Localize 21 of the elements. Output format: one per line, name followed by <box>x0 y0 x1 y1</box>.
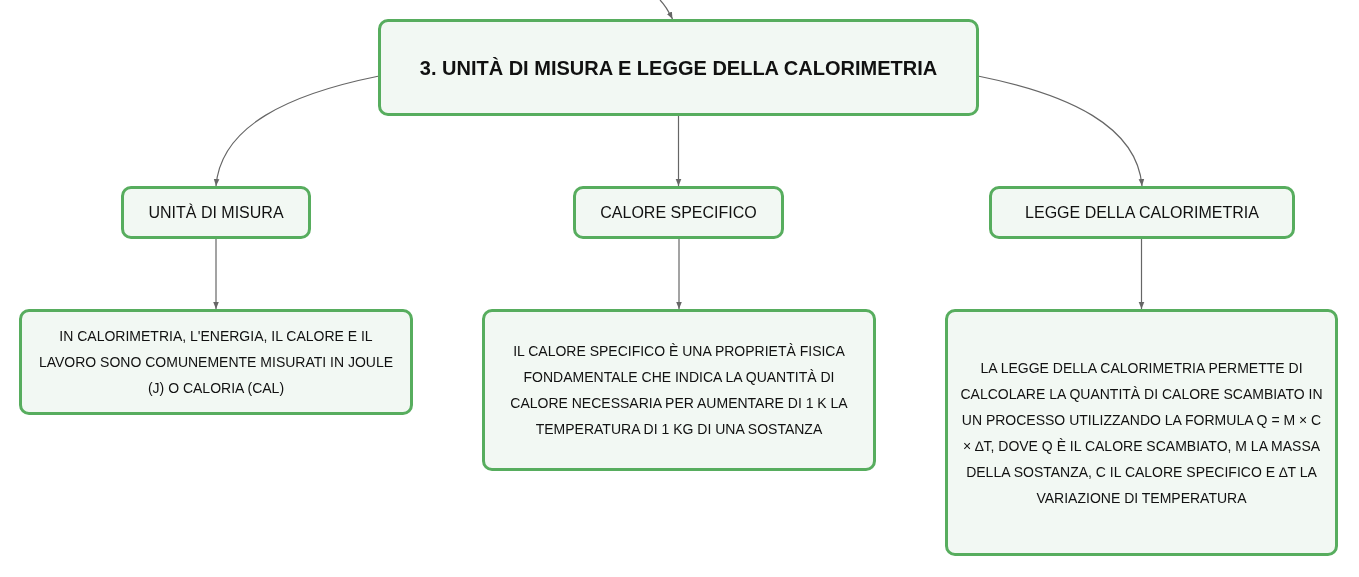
topic-text: IL CALORE SPECIFICO È UNA PROPRIETÀ FISICA FONDAMENTALE CHE INDICA LA QUANTITÀ DI CALORE NECESSARIA PER AUMENTARE DI 1 K LA TEMPERATURA DI 1 KG DI UNA SOSTANZA <box>509 342 849 439</box>
connector-arrow <box>1138 238 1145 310</box>
description-box <box>482 309 876 471</box>
topic-text: CALORE SPECIFICO <box>600 202 757 223</box>
subtopic-box <box>121 186 311 239</box>
connector-arrow <box>214 75 379 187</box>
topic-text: LA LEGGE DELLA CALORIMETRIA PERMETTE DI CALCOLARE LA QUANTITÀ DI CALORE SCAMBIATO IN UN PROCESSO UTILIZZANDO LA FORMULA Q = M × C × ∆T, DOVE Q È IL CALORE SCAMBIATO, M LA MASSA DELLA SOSTANZA, C IL CALORE SPECIFICO E ∆T LA VARIAZIONE DI TEMPERATURA <box>959 358 1324 508</box>
topic-text: 3. UNITÀ DI MISURA E LEGGE DELLA CALORIMETRIA <box>419 55 938 81</box>
connector-arrow <box>978 75 1144 187</box>
central-topic-box <box>378 19 979 116</box>
subtopic-box <box>573 186 784 239</box>
connector-arrow <box>675 115 682 187</box>
description-box <box>19 309 413 415</box>
connector-arrow <box>676 238 682 310</box>
subtopic-box <box>989 186 1295 239</box>
topic-text: UNITÀ DI MISURA <box>148 202 284 223</box>
connector-arrow <box>659 0 674 20</box>
topic-text: IN CALORIMETRIA, L'ENERGIA, IL CALORE E IL LAVORO SONO COMUNEMENTE MISURATI IN JOULE (J) O CALORIA (CAL) <box>37 327 395 398</box>
connector-arrow <box>213 238 219 310</box>
description-box <box>945 309 1338 556</box>
topic-text: LEGGE DELLA CALORIMETRIA <box>1025 202 1259 223</box>
